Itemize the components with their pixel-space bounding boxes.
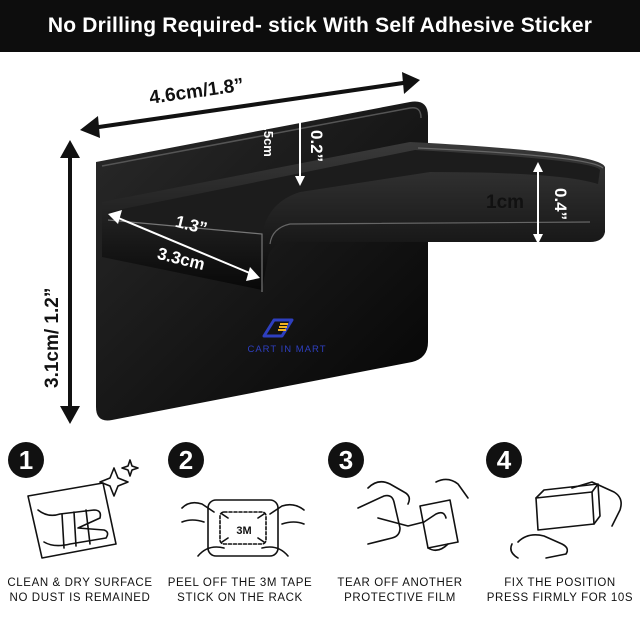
step-4-caption-line-1: FIX THE POSITION	[504, 577, 616, 589]
step-3-caption: TEAR OFF ANOTHER PROTECTIVE FILM	[320, 576, 480, 606]
step-3: 3 TEAR OFF ANOTHER PROTECTIVE FILM	[320, 430, 480, 617]
step-2-number-badge: 2	[168, 442, 204, 478]
step-1-caption-line-2: NO DUST IS REMAINED	[9, 592, 151, 604]
hook-product-image	[96, 101, 605, 421]
press-firmly-icon	[510, 481, 622, 559]
dimension-arrows	[60, 72, 543, 424]
step-4-caption: FIX THE POSITION PRESS FIRMLY FOR 10S	[480, 576, 640, 606]
step-2-caption-line-2: STICK ON THE RACK	[177, 592, 303, 604]
step-3-caption-line-1: TEAR OFF ANOTHER	[337, 577, 463, 589]
step-2-caption-line-1: PEEL OFF THE 3M TAPE	[167, 577, 313, 589]
step-1-caption: CLEAN & DRY SURFACE NO DUST IS REMAINED	[0, 576, 160, 606]
installation-steps: 1 CLEAN & DRY SURFACE NO DUST IS REMAINE…	[0, 430, 640, 617]
step-4-number-badge: 4	[486, 442, 522, 478]
step-2-caption: PEEL OFF THE 3M TAPE STICK ON THE RACK	[160, 576, 320, 606]
step-1-caption-line-1: CLEAN & DRY SURFACE	[7, 577, 153, 589]
height-label: 3.1cm/ 1.2”	[42, 287, 63, 388]
step-4: 4 FIX THE POSITION PRESS FIRMLY FOR 10S	[480, 430, 640, 617]
lip-cm-label: 0.5cm	[261, 120, 276, 157]
peel-tape-icon	[181, 499, 305, 557]
step-4-caption-line-2: PRESS FIRMLY FOR 10S	[486, 592, 634, 604]
step-3-number-badge: 3	[328, 442, 364, 478]
step-2: 3M 2 PEEL OFF THE 3M TAPE STICK ON THE R…	[160, 430, 320, 617]
tear-film-icon	[357, 478, 469, 552]
banner-title: No Drilling Required- stick With Self Ad…	[0, 0, 640, 52]
brand-logo-icon	[262, 318, 294, 338]
step-1-number-badge: 1	[8, 442, 44, 478]
wipe-surface-icon	[27, 459, 139, 559]
brand-logo: CART IN MART	[232, 314, 342, 368]
lip-in-label: 0.2”	[307, 130, 326, 163]
step-1: 1 CLEAN & DRY SURFACE NO DUST IS REMAINE…	[0, 430, 160, 617]
step-3-caption-line-2: PROTECTIVE FILM	[344, 592, 456, 604]
brand-logo-text: CART IN MART	[247, 344, 327, 355]
tape-3m-label: 3M	[236, 525, 252, 537]
thickness-cm-label: 1cm	[486, 192, 525, 213]
thickness-in-label: 0.4”	[551, 188, 570, 221]
product-stage: CART IN MART 4.6cm/1.8”	[0, 52, 640, 430]
